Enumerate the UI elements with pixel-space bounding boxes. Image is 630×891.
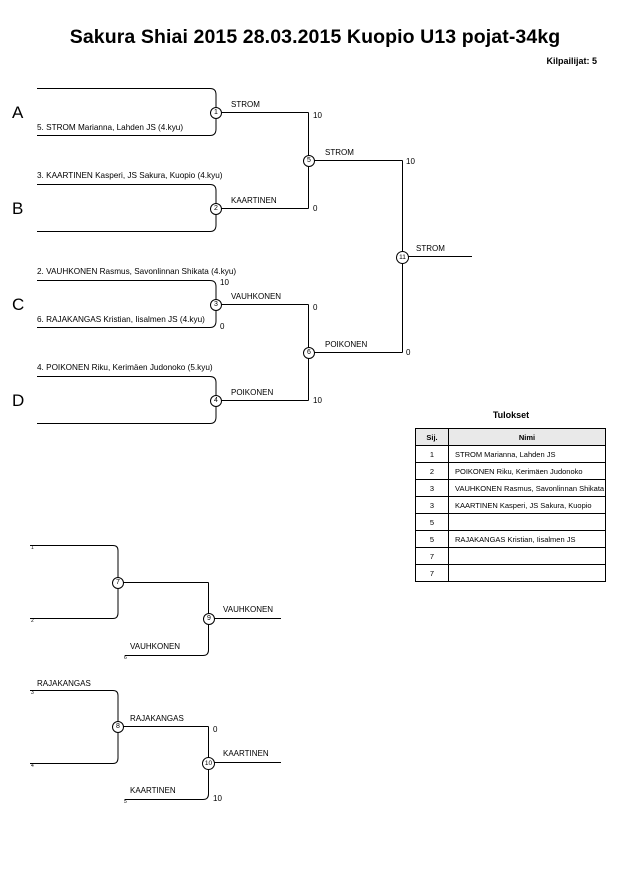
winner-m1: STROM: [231, 100, 260, 109]
result-name: STROM Marianna, Lahden JS: [448, 445, 606, 463]
entry-c-bottom: 6. RAJAKANGAS Kristian, Iisalmen JS (4.k…: [37, 315, 205, 324]
results-title: Tulokset: [492, 410, 530, 420]
result-name: [448, 547, 606, 565]
results-col-name: Nimi: [448, 428, 606, 446]
match-number-11: 11: [396, 251, 409, 264]
score-m5-bottom: 0: [313, 204, 318, 213]
result-rank: 7: [415, 564, 449, 582]
result-rank: 5: [415, 513, 449, 531]
result-name: POIKONEN Riku, Kerimäen Judonoko: [448, 462, 606, 480]
winner-m4: POIKONEN: [231, 388, 274, 397]
table-row: 7: [415, 564, 606, 582]
winner-m3: VAUHKONEN: [231, 292, 282, 301]
score-m5-top: 10: [313, 111, 322, 120]
entry-m10-bottom: KAARTINEN: [130, 786, 176, 795]
pool-label-b: B: [12, 199, 24, 218]
winner-m6: POIKONEN: [325, 340, 368, 349]
results-col-rank: Sij.: [415, 428, 449, 446]
entry-b-top: 3. KAARTINEN Kasperi, JS Sakura, Kuopio …: [37, 171, 223, 180]
result-rank: 1: [415, 445, 449, 463]
pool-label-d: D: [12, 391, 25, 410]
result-name: [448, 564, 606, 582]
slot-1: 1: [31, 545, 34, 551]
score-m6-bottom: 10: [313, 396, 322, 405]
score-m3-top: 10: [220, 278, 229, 287]
table-row: 5: [415, 513, 606, 531]
slot-3: 3: [31, 690, 34, 696]
match-number-3: 3: [210, 299, 222, 311]
match-number-4: 4: [210, 395, 222, 407]
match-number-10: 10: [202, 757, 215, 770]
result-rank: 7: [415, 547, 449, 565]
winner-m10: KAARTINEN: [223, 749, 269, 758]
match-number-6: 6: [303, 347, 315, 359]
match-number-8: 8: [112, 721, 124, 733]
result-rank: 3: [415, 479, 449, 497]
match-number-9: 9: [203, 613, 215, 625]
match-number-2: 2: [210, 203, 222, 215]
slot-4: 4: [31, 763, 34, 769]
score-m10-bottom: 10: [213, 794, 222, 803]
winner-m9: VAUHKONEN: [223, 605, 274, 614]
winner-m5: STROM: [325, 148, 354, 157]
result-name: RAJAKANGAS Kristian, Iisalmen JS: [448, 530, 606, 548]
score-m6-top: 0: [313, 303, 318, 312]
result-name: [448, 513, 606, 531]
match-number-5: 5: [303, 155, 315, 167]
pool-label-c: C: [12, 295, 25, 314]
entry-a-bottom: 5. STROM Marianna, Lahden JS (4.kyu): [37, 123, 184, 132]
slot-6: 6: [124, 655, 127, 661]
winner-m8: RAJAKANGAS: [130, 714, 184, 723]
entry-d-top: 4. POIKONEN Riku, Kerimäen Judonoko (5.k…: [37, 363, 213, 372]
bracket-line-b: [37, 184, 217, 232]
slot-5: 5: [124, 799, 127, 805]
entry-m9-bottom: VAUHKONEN: [130, 642, 181, 651]
slot-2: 2: [31, 618, 34, 624]
match-number-1: 1: [210, 107, 222, 119]
result-rank: 2: [415, 462, 449, 480]
result-name: KAARTINEN Kasperi, JS Sakura, Kuopio: [448, 496, 606, 514]
result-rank: 5: [415, 530, 449, 548]
competitor-count: Kilpailijat: 5: [546, 56, 597, 66]
result-rank: 3: [415, 496, 449, 514]
result-name: VAUHKONEN Rasmus, Savonlinnan Shikata: [448, 479, 606, 497]
score-m11-top: 10: [406, 157, 415, 166]
winner-m11: STROM: [416, 244, 445, 253]
pool-label-a: A: [12, 103, 24, 122]
match-number-7: 7: [112, 577, 124, 589]
bracket-line-d: [37, 376, 217, 424]
entry-c-top: 2. VAUHKONEN Rasmus, Savonlinnan Shikata…: [37, 267, 237, 276]
table-row: 7: [415, 547, 606, 565]
entry-m8-top: RAJAKANGAS: [37, 679, 91, 688]
results-header-row: Sij. Nimi: [415, 428, 606, 446]
score-m11-bottom: 0: [406, 348, 411, 357]
page-title: Sakura Shiai 2015 28.03.2015 Kuopio U13 …: [69, 26, 561, 48]
score-m10-top: 0: [213, 725, 218, 734]
score-m3-bottom: 0: [220, 322, 225, 331]
winner-m2: KAARTINEN: [231, 196, 277, 205]
